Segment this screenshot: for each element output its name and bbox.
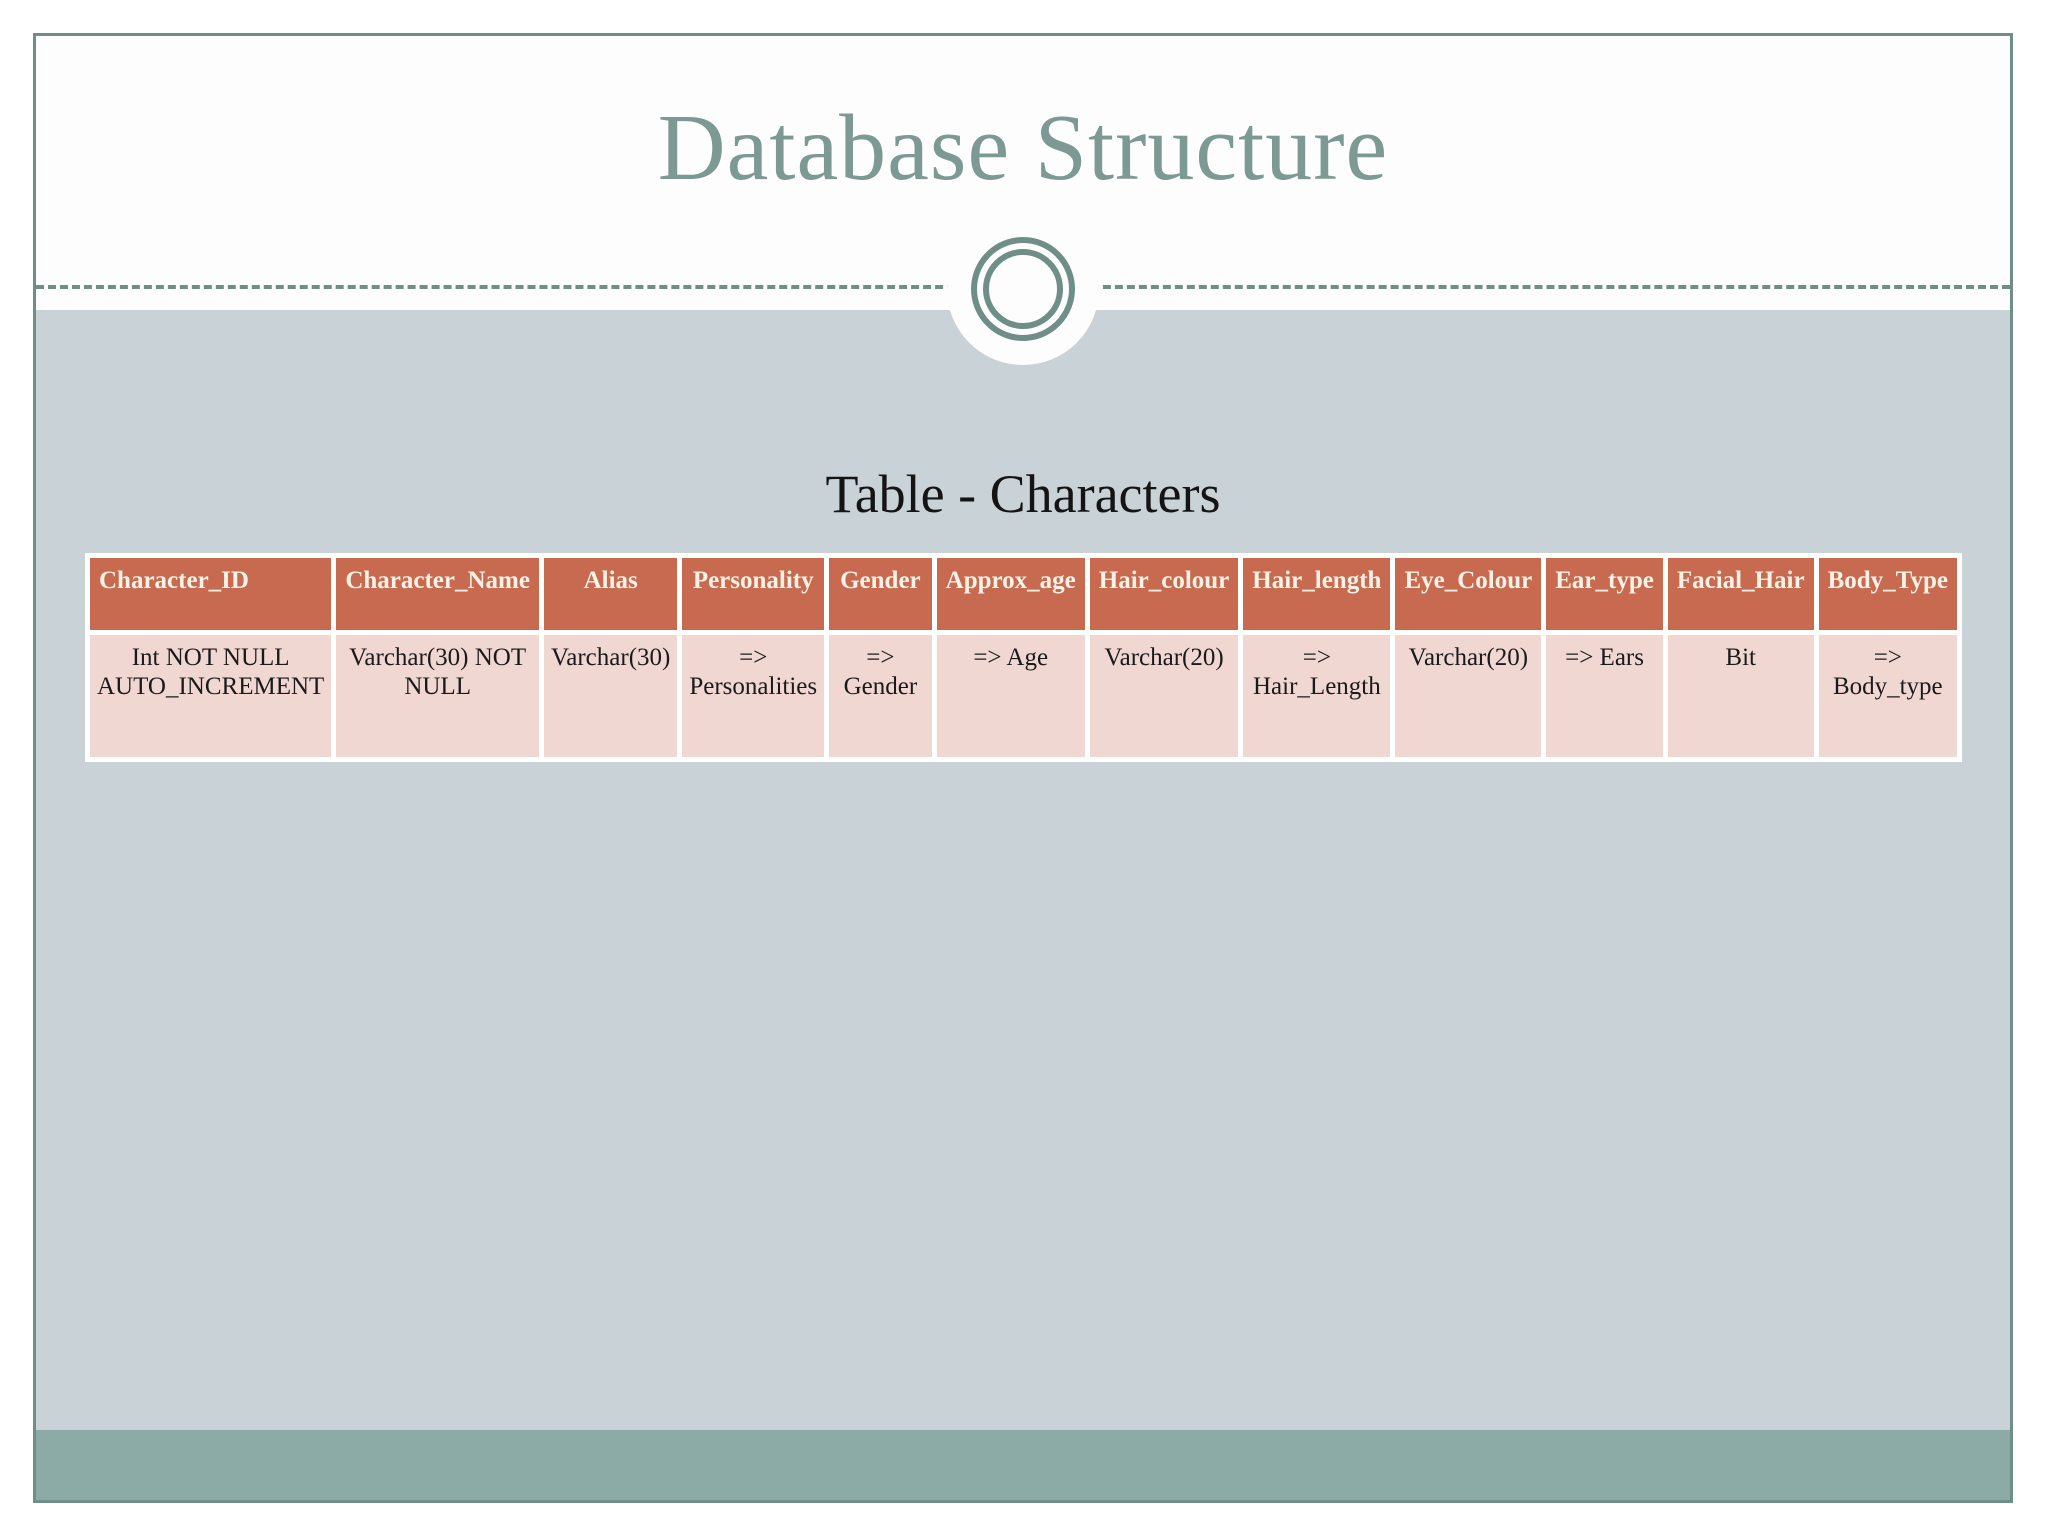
table-header-cell: Body_Type	[1818, 557, 1957, 630]
table-type-cell: Varchar(30)	[543, 634, 678, 757]
table-header-cell: Alias	[543, 557, 678, 630]
slide-title: Database Structure	[657, 96, 1389, 200]
table-header-cell: Facial_Hair	[1667, 557, 1814, 630]
table-type-cell: => Hair_Length	[1243, 634, 1391, 757]
table-type-cell: Varchar(30) NOT NULL	[336, 634, 539, 757]
table-header-cell: Character_ID	[90, 557, 332, 630]
table-type-cell: => Gender	[829, 634, 932, 757]
table-type-cell: => Ears	[1546, 634, 1663, 757]
table-header-cell: Hair_colour	[1089, 557, 1239, 630]
table-header-cell: Personality	[682, 557, 825, 630]
table-type-cell: Varchar(20)	[1395, 634, 1542, 757]
circle-inner-ring-icon	[983, 249, 1063, 329]
table-type-cell: Int NOT NULL AUTO_INCREMENT	[90, 634, 332, 757]
table-type-cell: => Age	[936, 634, 1085, 757]
content-heading: Table - Characters	[825, 464, 1221, 524]
table-header-cell: Eye_Colour	[1395, 557, 1542, 630]
table-header-cell: Character_Name	[336, 557, 539, 630]
footer-bar	[36, 1430, 2010, 1500]
table-type-cell: Bit	[1667, 634, 1814, 757]
table-header-cell: Approx_age	[936, 557, 1085, 630]
table-type-cell: Varchar(20)	[1089, 634, 1239, 757]
table-type-cell: => Body_type	[1818, 634, 1957, 757]
table-type-cell: => Personalities	[682, 634, 825, 757]
slide: Database Structure Table - Characters Ch…	[33, 33, 2013, 1503]
table-header-cell: Hair_length	[1243, 557, 1391, 630]
table-header-cell: Gender	[829, 557, 932, 630]
table-header-cell: Ear_type	[1546, 557, 1663, 630]
circle-outer-ring-icon	[971, 237, 1075, 341]
